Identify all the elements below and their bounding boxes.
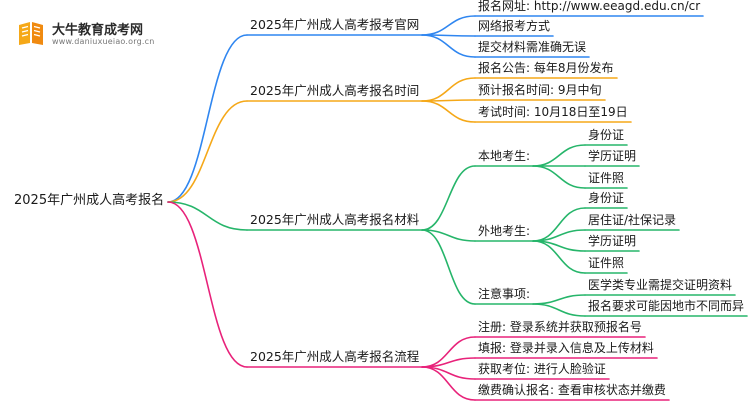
connector-line [532,294,586,305]
site-logo[interactable]: 大牛教育成考网 www.daniuxueiao.org.cn [16,16,246,52]
leaf-node[interactable]: 预计报名时间: 9月中旬 [478,83,602,97]
connector-line [532,240,586,274]
connector-line [532,144,586,167]
connector-line [421,77,476,102]
leaf-node[interactable]: 考试时间: 10月18日至19日 [478,105,628,119]
connector-line [421,165,476,231]
connector-line [167,201,248,368]
connector-line [167,201,248,231]
leaf-node[interactable]: 报名公告: 每年8月份发布 [478,61,614,75]
branch-registration-process[interactable]: 2025年广州成人高考报名流程 [250,349,420,364]
leaf-node[interactable]: 学历证明 [588,234,637,248]
connector-line [421,34,476,58]
connector-line [421,15,476,36]
leaf-node[interactable]: 缴费确认报名: 查看审核状态并缴费 [478,383,666,397]
leaf-node[interactable]: 获取考位: 进行人脸验证 [478,362,606,376]
leaf-node[interactable]: 证件照 [588,171,625,185]
connector-line [532,303,586,317]
group-notes[interactable]: 注意事项: [478,287,531,301]
leaf-node[interactable]: 报名网址: http://www.eeagd.edu.cn/cr [478,0,701,13]
leaf-node[interactable]: 学历证明 [588,149,637,163]
group-nonlocal-candidates[interactable]: 外地考生: [478,224,531,238]
logo-url: www.daniuxueiao.org.cn [52,37,155,46]
connector-line [421,229,476,305]
leaf-node[interactable]: 注册: 登录系统并获取预报名号 [478,320,642,334]
leaf-node[interactable]: 医学类专业需提交证明资料 [588,278,733,292]
leaf-node[interactable]: 居住证/社保记录 [588,213,677,227]
connector-line [421,229,476,242]
connector-line [421,100,476,123]
branch-registration-time[interactable]: 2025年广州成人高考报名时间 [250,83,420,98]
group-local-candidates[interactable]: 本地考生: [478,149,531,163]
root-node[interactable]: 2025年广州成人高考报名 [14,193,165,208]
connector-line [167,34,248,203]
leaf-node[interactable]: 身份证 [588,128,625,142]
branch-registration-materials[interactable]: 2025年广州成人高考报名材料 [250,212,420,227]
leaf-node[interactable]: 身份证 [588,191,625,205]
leaf-node[interactable]: 报名要求可能因地市不同而异 [588,299,745,313]
connector-line [421,366,476,401]
connector-line [167,100,248,203]
leaf-node[interactable]: 网络报考方式 [478,19,551,33]
leaf-node[interactable]: 提交材料需准确无误 [478,40,587,54]
logo-name: 大牛教育成考网 [52,23,144,38]
leaf-node[interactable]: 证件照 [588,256,625,270]
connector-line [532,165,586,189]
book-logo-icon [19,22,43,45]
branch-official-site[interactable]: 2025年广州成人高考报考官网 [250,17,420,32]
leaf-node[interactable]: 填报: 登录并录入信息及上传材料 [478,341,654,355]
